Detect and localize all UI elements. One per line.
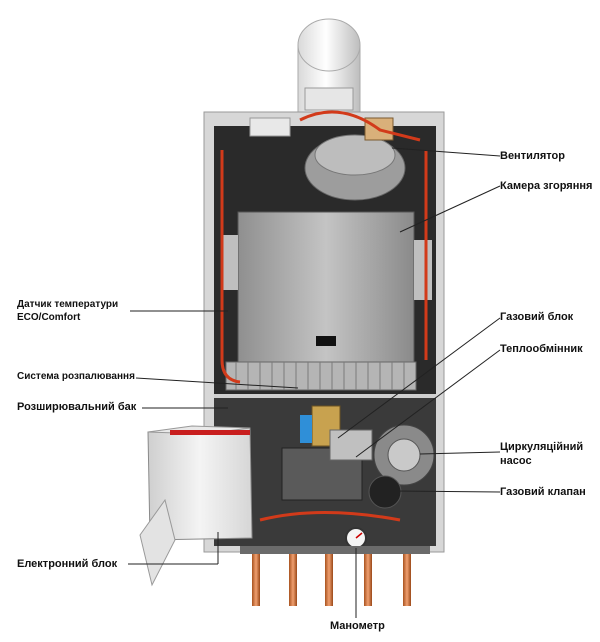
label-gas-valve: Газовий клапан [500,486,586,498]
label-circulation-pump-line1: Циркуляційний [500,441,584,453]
leader-lines [128,147,501,618]
label-eco-sensor-line2: ECO/Comfort [17,312,81,323]
label-heat-exchanger: Теплообмінник [500,343,583,355]
label-fan: Вентилятор [500,150,565,162]
lower-components [281,405,435,509]
label-ignition-system: Система розпалювання [17,371,135,382]
manometer-gauge [345,527,367,549]
flue-pipe [297,18,361,116]
label-gas-block: Газовий блок [500,311,574,323]
wiring [220,110,428,522]
label-circulation-pump-line2: насос [500,455,532,467]
bottom-pipes [240,546,430,606]
label-expansion-tank: Розширювальний бак [17,401,137,413]
label-manometer: Манометр [330,620,385,632]
fan-unit [249,117,406,201]
label-eco-sensor-line1: Датчик температури [17,299,119,310]
electronic-block-housing [139,425,253,587]
combustion-chamber [222,211,432,363]
label-electronic-block: Електронний блок [17,558,118,570]
label-combustion-chamber: Камера згоряння [500,180,593,192]
